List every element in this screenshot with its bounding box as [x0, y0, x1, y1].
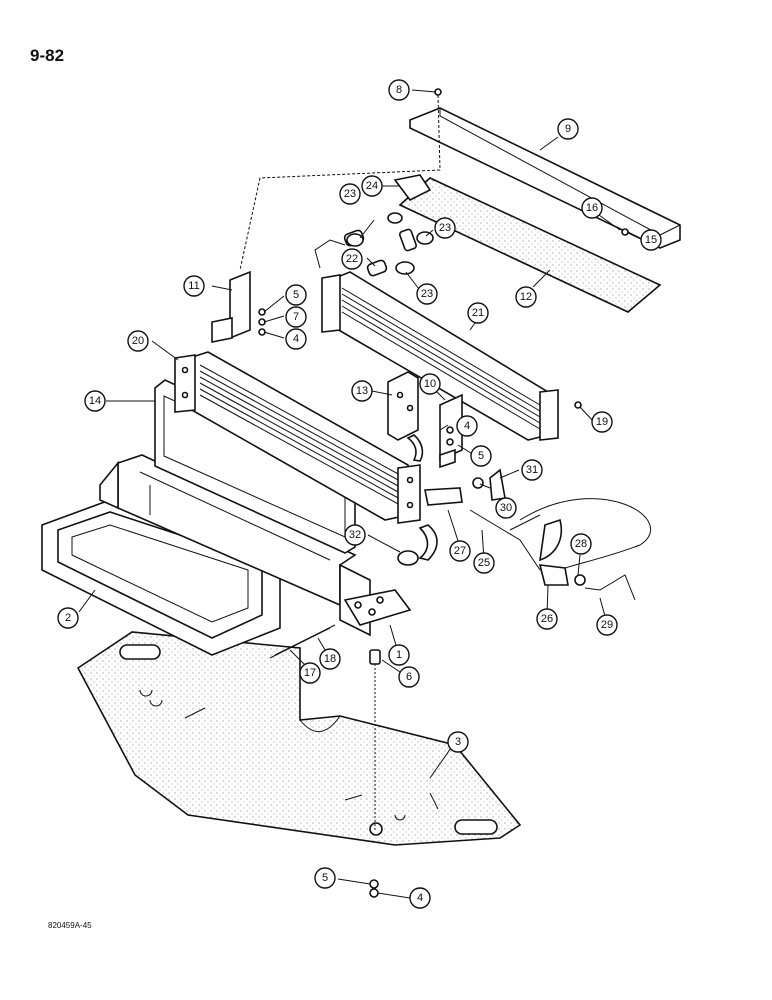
svg-text:1: 1: [396, 649, 402, 661]
svg-text:11: 11: [188, 280, 199, 292]
svg-text:24: 24: [366, 180, 378, 192]
svg-text:28: 28: [575, 538, 587, 550]
figure-code: 820459A-45: [48, 921, 92, 930]
svg-text:23: 23: [439, 222, 451, 234]
leader-lines: [78, 89, 641, 899]
callout-29: 29: [596, 614, 618, 636]
callout-4-c: 4: [409, 887, 431, 909]
callout-3: 3: [447, 731, 469, 753]
callout-11: 11: [183, 275, 205, 297]
svg-text:4: 4: [293, 333, 299, 345]
callout-19: 19: [591, 411, 613, 433]
callout-1: 1: [388, 644, 410, 666]
lower-oil-cooler: [174, 351, 421, 524]
svg-text:12: 12: [520, 291, 532, 303]
svg-text:27: 27: [454, 545, 466, 557]
svg-text:4: 4: [464, 420, 470, 432]
svg-text:17: 17: [304, 667, 316, 679]
bracket-11: [211, 270, 251, 343]
callout-17: 17: [299, 662, 321, 684]
svg-text:18: 18: [324, 653, 336, 665]
callout-21: 21: [467, 302, 489, 324]
callout-30: 30: [495, 497, 517, 519]
svg-text:10: 10: [424, 378, 436, 390]
svg-text:14: 14: [89, 395, 101, 407]
callout-31: 31: [521, 459, 543, 481]
callout-4-a: 4: [285, 328, 307, 350]
callout-20: 20: [127, 330, 149, 352]
callout-13: 13: [351, 380, 373, 402]
callout-5-b: 5: [470, 445, 492, 467]
callout-27: 27: [449, 540, 471, 562]
svg-text:19: 19: [596, 416, 608, 428]
callout-5-a: 5: [285, 284, 307, 306]
callout-24: 24: [361, 175, 383, 197]
svg-text:15: 15: [645, 234, 657, 246]
callout-2: 2: [57, 607, 79, 629]
callout-8: 8: [388, 79, 410, 101]
svg-text:21: 21: [472, 307, 484, 319]
callout-23-a: 23: [339, 183, 361, 205]
callout-9: 9: [557, 118, 579, 140]
svg-text:31: 31: [526, 464, 538, 476]
callout-23-c: 23: [416, 283, 438, 305]
base-plate: [76, 631, 522, 846]
svg-text:23: 23: [344, 188, 356, 200]
callout-15: 15: [640, 229, 662, 251]
callout-16: 16: [581, 197, 603, 219]
callout-4-b: 4: [456, 415, 478, 437]
svg-text:13: 13: [356, 385, 368, 397]
callout-32: 32: [344, 524, 366, 546]
callout-18: 18: [319, 648, 341, 670]
svg-text:25: 25: [478, 557, 490, 569]
upper-oil-cooler: [314, 239, 559, 441]
svg-text:2: 2: [65, 612, 71, 624]
svg-text:5: 5: [322, 872, 328, 884]
svg-text:23: 23: [421, 288, 433, 300]
svg-text:29: 29: [601, 619, 613, 631]
bracket-13: [387, 371, 419, 441]
svg-text:5: 5: [478, 450, 484, 462]
callout-26: 26: [536, 608, 558, 630]
callout-25: 25: [473, 552, 495, 574]
svg-text:30: 30: [500, 502, 512, 514]
fittings: [239, 88, 652, 898]
callout-22: 22: [341, 248, 363, 270]
top-cover: [409, 107, 681, 249]
svg-text:9: 9: [565, 123, 571, 135]
callout-5-c: 5: [314, 867, 336, 889]
support-box: [99, 454, 412, 659]
svg-text:20: 20: [132, 335, 144, 347]
svg-text:8: 8: [396, 84, 402, 96]
callout-6: 6: [398, 666, 420, 688]
svg-text:22: 22: [346, 253, 358, 265]
svg-text:5: 5: [293, 289, 299, 301]
callout-10: 10: [419, 373, 441, 395]
svg-text:16: 16: [586, 202, 598, 214]
callout-28: 28: [570, 533, 592, 555]
callout-14: 14: [84, 390, 106, 412]
svg-text:3: 3: [455, 736, 461, 748]
callout-12: 12: [515, 286, 537, 308]
svg-text:6: 6: [406, 671, 412, 683]
svg-text:26: 26: [541, 613, 553, 625]
svg-text:7: 7: [293, 311, 299, 323]
callout-23-b: 23: [434, 217, 456, 239]
callout-7: 7: [285, 306, 307, 328]
svg-text:4: 4: [417, 892, 423, 904]
svg-text:32: 32: [349, 529, 361, 541]
page-number: 9-82: [30, 46, 65, 65]
